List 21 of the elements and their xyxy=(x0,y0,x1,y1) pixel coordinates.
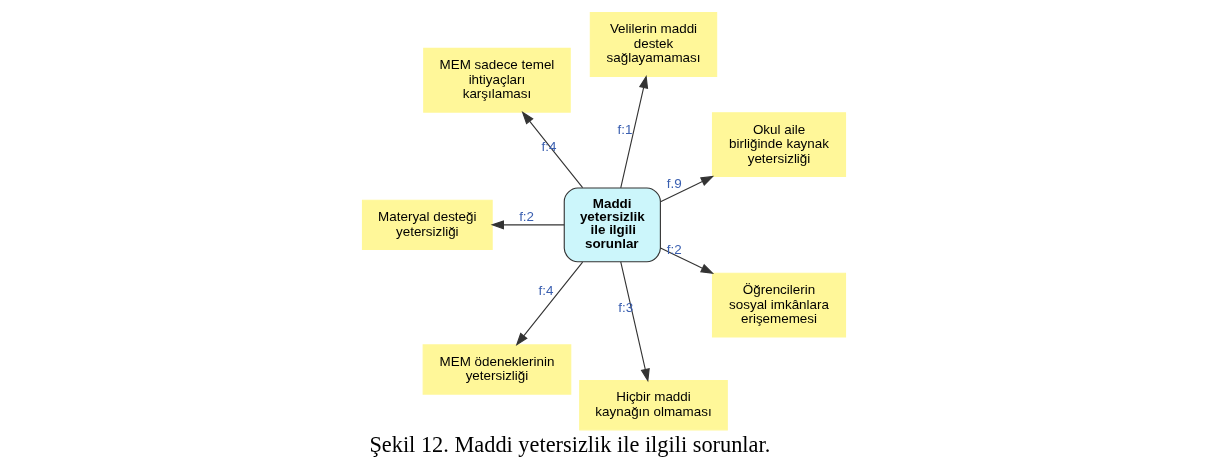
arrow xyxy=(490,220,565,230)
node-box: Hiçbir maddi kaynağın olmaması xyxy=(578,380,728,431)
edge-label: f:1 xyxy=(616,122,632,138)
arrow xyxy=(659,175,714,203)
edge-label: f.9 xyxy=(666,175,682,191)
arrow xyxy=(619,261,650,383)
arrow xyxy=(515,261,583,346)
edge-label: f:4 xyxy=(538,283,553,299)
node-box: MEM sadece temel ihtiyaçları karşılaması xyxy=(422,47,571,113)
node-box: MEM ödeneklerinin yetersizliği xyxy=(422,344,571,395)
node-box: Öğrencilerin sosyal imkânlara erişememesi xyxy=(711,272,846,338)
node-box: Maddi yetersizlik ile ilgili sorunlar xyxy=(563,187,661,263)
caption: Şekil 12. Maddi yetersizlik ile ilgili sorunlar. xyxy=(368,432,770,458)
arrow xyxy=(619,74,648,189)
edge-label: f:2 xyxy=(518,209,534,225)
node-box: Okul aile birliğinde kaynak yetersizliği xyxy=(711,112,846,177)
arrow xyxy=(659,247,714,274)
edge-label: f:2 xyxy=(666,242,682,258)
node-box: Velilerin maddi destek sağlayamaması xyxy=(589,12,717,77)
node-box: Materyal desteği yetersizliği xyxy=(361,199,493,250)
arrow xyxy=(521,111,583,189)
